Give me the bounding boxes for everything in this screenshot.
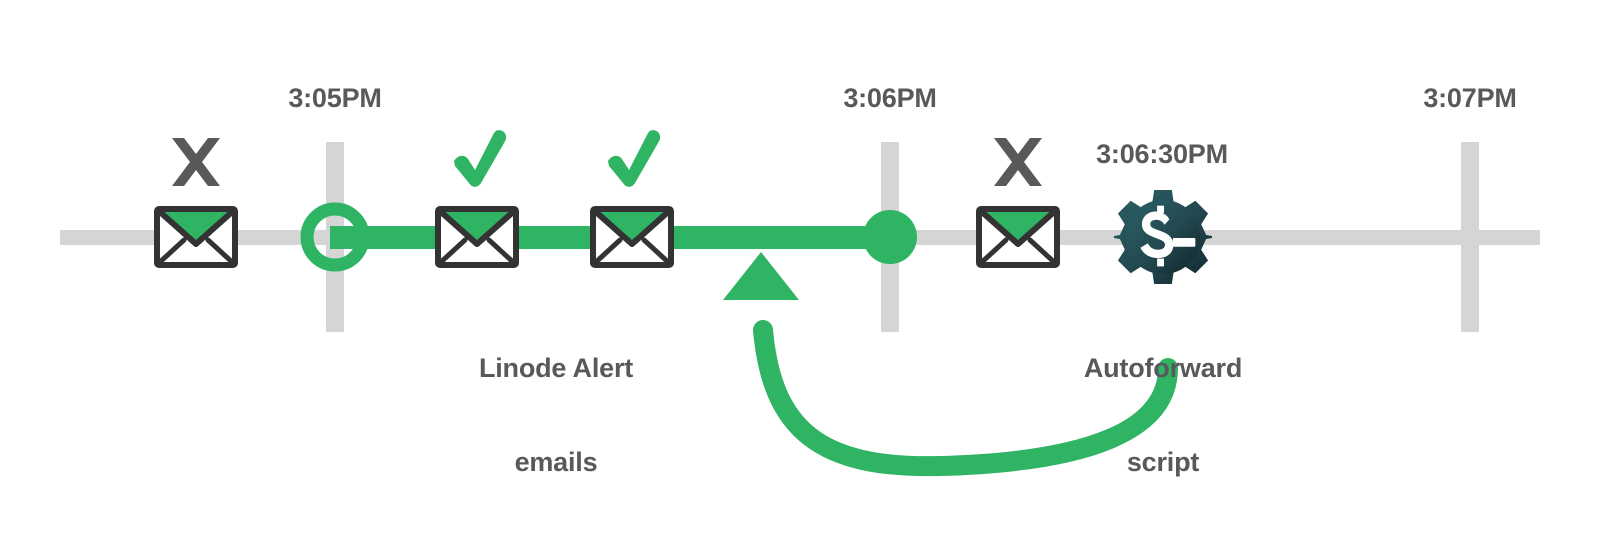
filled-dot-marker[interactable] (863, 210, 917, 264)
timeline-diagram: 3:05PM 3:06PM 3:07PM 3:06:30PM Linode Al… (60, 83, 1540, 477)
envelope-icon[interactable] (438, 209, 516, 265)
check-mark-icon (454, 130, 507, 187)
autoforward-script-label: Autoforward script (1043, 290, 1283, 541)
tick-label-305: 3:05PM (288, 83, 382, 113)
linode-alert-emails-label: Linode Alert emails (436, 290, 676, 541)
feedback-arrow-head (723, 252, 799, 300)
timeline-track (60, 226, 1540, 249)
envelope-icon[interactable] (157, 209, 235, 265)
x-mark-icon (172, 138, 220, 186)
autoforward-script-line-1: Autoforward (1083, 352, 1243, 383)
envelope-icon[interactable] (593, 209, 671, 265)
autoforward-time-label: 3:06:30PM (1096, 139, 1228, 169)
tick-label-306: 3:06PM (843, 83, 937, 113)
feedback-arrow (723, 252, 1178, 477)
marker-group (300, 202, 917, 272)
status-glyph-group (172, 130, 1042, 187)
linode-alert-emails-line-2: emails (514, 446, 598, 477)
linode-alert-emails-line-1: Linode Alert (478, 352, 634, 383)
tick-label-307: 3:07PM (1423, 83, 1517, 113)
timeline-canvas (60, 130, 1540, 477)
envelope-icon[interactable] (979, 209, 1057, 265)
x-mark-icon (994, 138, 1042, 186)
feedback-arrow-curve (753, 320, 1178, 477)
check-mark-icon (608, 130, 661, 187)
gear-dollar-icon[interactable] (1107, 189, 1219, 285)
autoforward-script-line-2: script (1126, 446, 1200, 477)
open-ring-marker[interactable] (300, 202, 370, 272)
